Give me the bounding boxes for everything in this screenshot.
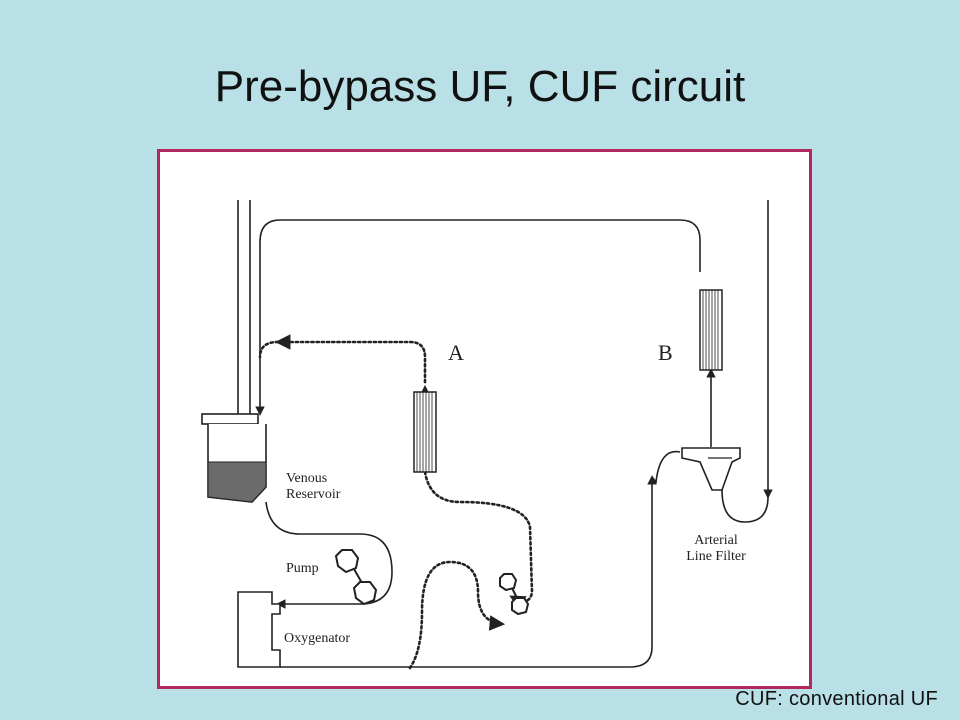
circuit-diagram: A B Venous Reservoir Pump Oxygenator Art…	[201, 200, 773, 670]
pump-loop	[265, 501, 393, 609]
branch-a-label: A	[448, 340, 464, 365]
slide-title: Pre-bypass UF, CUF circuit	[214, 62, 746, 111]
arterial-line-filter	[681, 447, 741, 491]
slide-caption: CUF: conventional UF	[735, 688, 938, 710]
oxygenator-label: Oxygenator	[284, 631, 350, 646]
arterial-filter-label-1: Arterial	[694, 533, 738, 548]
uf-branch-lines	[258, 334, 534, 670]
b-return-line	[255, 219, 701, 416]
hemofilter-a	[413, 391, 437, 473]
filter-outlet-loop	[721, 489, 769, 523]
arterial-filter-label-2: Line Filter	[686, 549, 746, 564]
main-circuit-lines	[237, 200, 773, 668]
a-to-reservoir-line	[274, 334, 427, 384]
venous-reservoir-label-1: Venous	[286, 471, 327, 486]
oxygenator	[237, 591, 281, 668]
hemofilter-b	[699, 289, 723, 371]
branch-b-label: B	[658, 340, 673, 365]
venous-reservoir-label-2: Reservoir	[286, 487, 341, 502]
oxygenator-to-filter	[280, 475, 657, 668]
circuit-figure: A B Venous Reservoir Pump Oxygenator Art…	[157, 149, 812, 689]
venous-reservoir	[201, 413, 267, 503]
a-inlet-line	[423, 470, 534, 610]
pump-rollers	[334, 549, 530, 616]
pump-label: Pump	[286, 561, 319, 576]
oxygenator-to-a-line	[408, 560, 506, 670]
